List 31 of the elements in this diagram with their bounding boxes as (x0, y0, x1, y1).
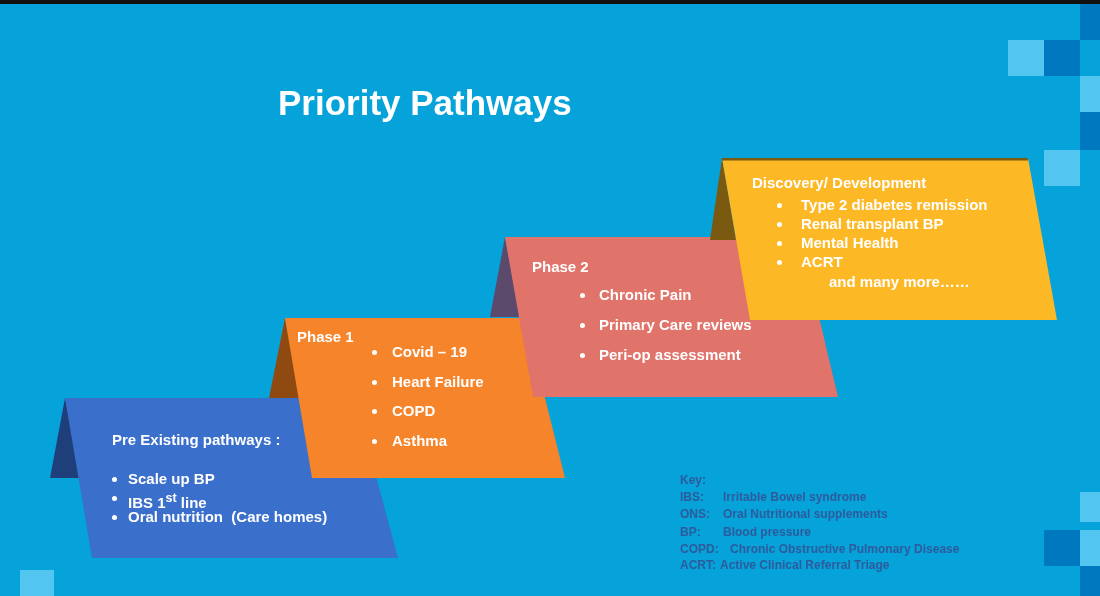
panel-heading: Phase 2 (532, 258, 589, 276)
key-definition: Blood pressure (723, 525, 812, 540)
panel-heading: Discovery/ Development (752, 174, 927, 192)
bullet-item: Peri-op assessment (580, 346, 741, 364)
pathway-panel (710, 158, 1057, 320)
key-abbreviation: IBS: (680, 490, 704, 505)
bullet-item: Scale up BP (112, 470, 215, 488)
bullet-item: ACRT (777, 253, 843, 271)
bullet-item: Covid – 19 (372, 343, 468, 361)
panel-heading: Pre Existing pathways : (112, 431, 281, 449)
key-definition: Oral Nutritional supplements (723, 507, 888, 522)
bullet-item: Asthma (372, 432, 447, 450)
key-abbreviation: ONS: (680, 507, 710, 522)
bullet-item: Heart Failure (372, 373, 484, 391)
key-heading: Key: (680, 473, 706, 488)
panel-note: and many more…… (829, 273, 970, 291)
key-definition: Active Clinical Referral Triage (720, 558, 890, 573)
bullet-item: Mental Health (777, 234, 899, 252)
bullet-item: Chronic Pain (580, 286, 692, 304)
key-definition: Chronic Obstructive Pulmonary Disease (730, 542, 960, 557)
key-abbreviation: ACRT: (680, 558, 716, 573)
pathway-panel (269, 318, 565, 478)
slide-title: Priority Pathways (278, 82, 572, 124)
panel-heading: Phase 1 (297, 328, 354, 346)
bullet-item: Primary Care reviews (580, 316, 752, 334)
bullet-item: Renal transplant BP (777, 215, 944, 233)
bullet-item: Type 2 diabetes remission (777, 196, 988, 214)
bullet-item: COPD (372, 402, 436, 420)
key-abbreviation: COPD: (680, 542, 719, 557)
key-definition: Irritable Bowel syndrome (723, 490, 867, 505)
key-abbreviation: BP: (680, 525, 701, 540)
